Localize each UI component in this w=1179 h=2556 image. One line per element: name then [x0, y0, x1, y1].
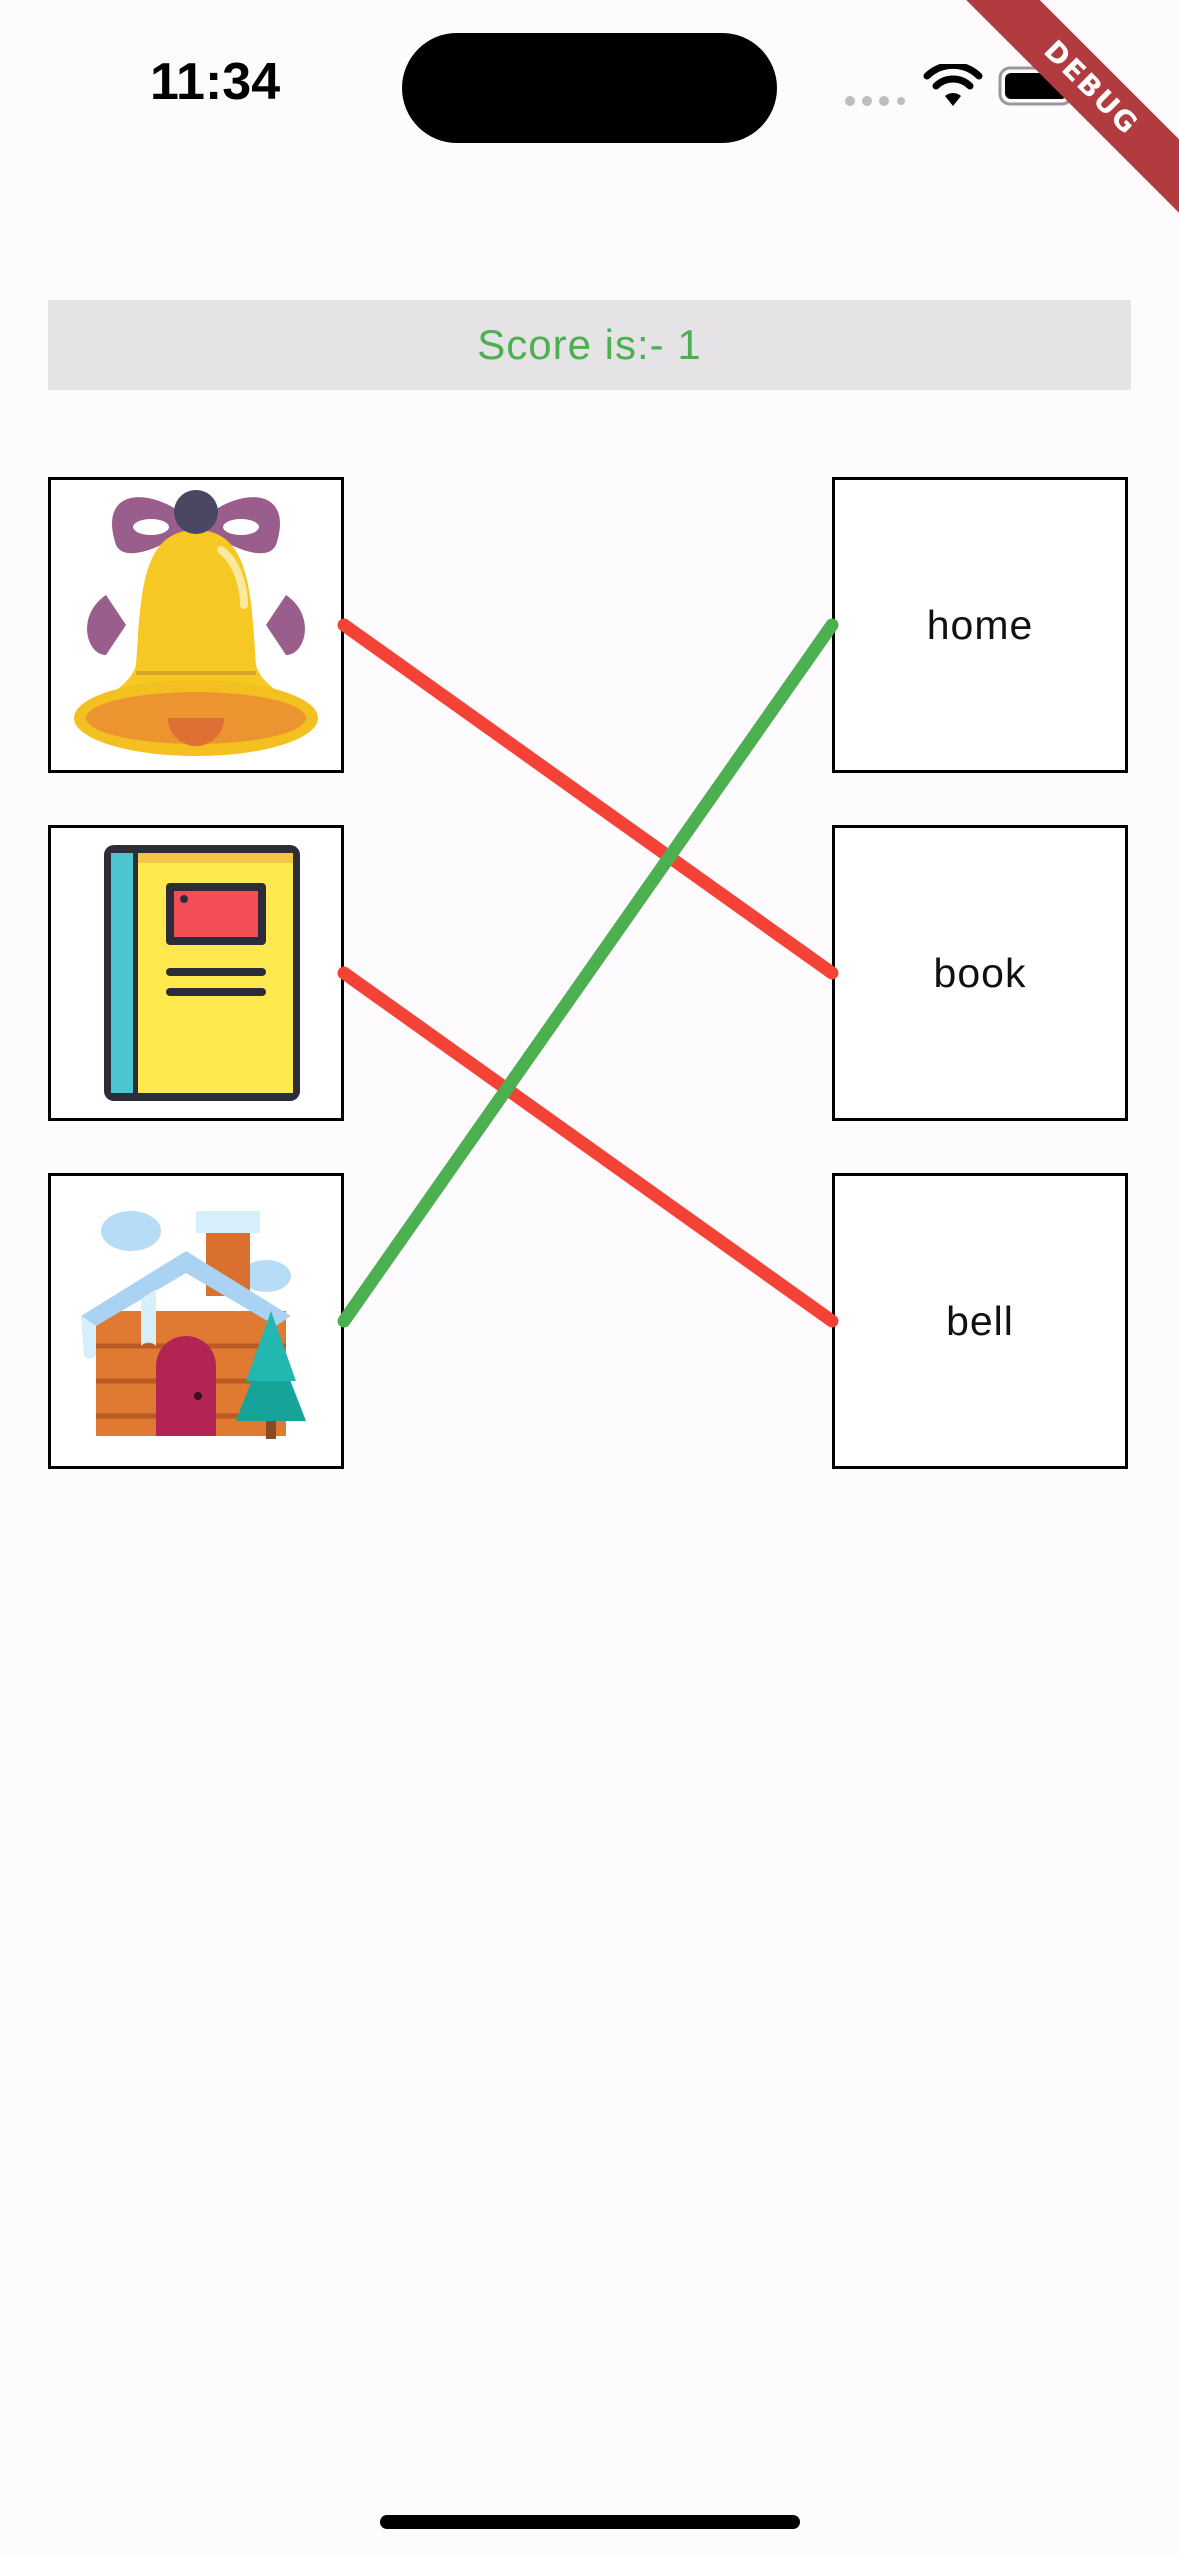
signal-icon [845, 96, 905, 106]
left-tile-book[interactable] [48, 825, 344, 1121]
left-tile-house[interactable] [48, 1173, 344, 1469]
wifi-icon [923, 64, 983, 106]
score-bar: Score is:- 1 [48, 300, 1131, 390]
right-tile-bell[interactable]: bell [832, 1173, 1128, 1469]
dynamic-island [402, 33, 777, 143]
right-tile-home[interactable]: home [832, 477, 1128, 773]
right-tile-book[interactable]: book [832, 825, 1128, 1121]
house-icon [81, 1211, 306, 1439]
debug-banner: DEBUG [966, 0, 1179, 213]
left-tile-bell[interactable] [48, 477, 344, 773]
connection-line-book-bell [337, 966, 839, 1328]
status-time: 11:34 [150, 53, 281, 111]
connection-line-bell-book [337, 618, 839, 980]
bell-icon [74, 490, 318, 756]
score-text: Score is:- 1 [477, 321, 702, 368]
word-label: home [926, 601, 1034, 648]
word-label: bell [946, 1297, 1014, 1344]
home-indicator[interactable] [380, 2515, 800, 2529]
word-label: book [933, 949, 1027, 996]
connection-line-house-home [337, 618, 839, 1328]
book-icon [104, 845, 300, 1101]
